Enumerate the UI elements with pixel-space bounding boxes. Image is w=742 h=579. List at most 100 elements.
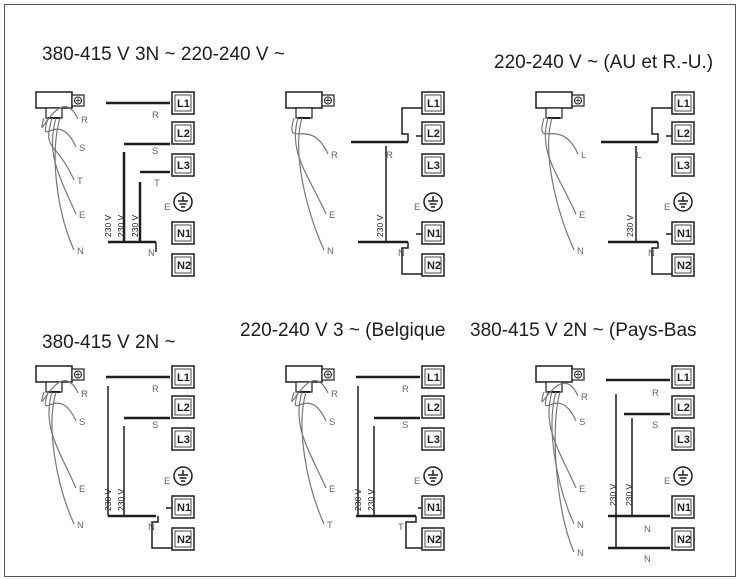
- terminal-label: L1: [177, 372, 190, 384]
- cable-wire: [51, 391, 75, 525]
- wire-label: R: [331, 150, 338, 161]
- bus-label: S: [652, 420, 658, 431]
- terminal-label: L1: [427, 98, 440, 110]
- wire-label: E: [579, 210, 585, 221]
- bus-label: S: [152, 146, 158, 157]
- cable-wire: [541, 382, 579, 403]
- ground-icon: [423, 466, 443, 486]
- wire-label: E: [329, 210, 335, 221]
- bus-label: E: [164, 202, 170, 213]
- wire-label: S: [79, 417, 85, 428]
- bridge-link: [151, 516, 172, 549]
- voltage-label: 230 V: [625, 214, 635, 237]
- wire-label: T: [327, 520, 333, 531]
- terminal-label: L2: [427, 402, 440, 414]
- title-au-uk: 220-240 V ~ (AU et R.-U.): [494, 52, 714, 73]
- cable-wire: [298, 391, 327, 489]
- terminal-label: L1: [177, 98, 190, 110]
- terminal-label: L2: [177, 128, 190, 140]
- wire-label: S: [579, 417, 585, 428]
- bridge-link: [405, 516, 422, 549]
- terminal-label: L1: [427, 372, 440, 384]
- wire-label: N: [77, 520, 84, 531]
- bus-label: S: [402, 420, 408, 431]
- ground-icon: [173, 466, 193, 486]
- bridge-link: [401, 242, 422, 275]
- cable-wire: [544, 117, 577, 215]
- wire-label: T: [77, 176, 83, 187]
- wire-label: R: [81, 389, 88, 400]
- bus-label: N: [644, 524, 651, 535]
- wire-label: E: [329, 484, 335, 495]
- voltage-label: 230 V: [116, 488, 126, 511]
- frame-border: [4, 4, 736, 577]
- wire-label: L: [581, 150, 586, 161]
- voltage-label: 230 V: [608, 483, 618, 506]
- terminal-label: N1: [177, 502, 191, 514]
- cable-wire: [548, 117, 575, 251]
- terminal-label: N2: [677, 534, 691, 546]
- bus-label: E: [414, 202, 420, 213]
- voltage-label: 230 V: [103, 488, 113, 511]
- wire-label: N: [77, 246, 84, 257]
- voltage-label: 230 V: [375, 214, 385, 237]
- cable-wire: [554, 391, 575, 553]
- terminal-label: N1: [427, 502, 441, 514]
- cable-wire: [44, 117, 77, 148]
- title-belgium: 220-240 V 3 ~ (Belgique: [240, 320, 446, 341]
- terminal-label: N1: [677, 502, 691, 514]
- title-2n: 380-415 V 2N ~: [42, 332, 176, 353]
- bus-label: E: [414, 476, 420, 487]
- cable-wire: [51, 117, 77, 215]
- cable-wire: [548, 391, 577, 489]
- bus-label: R: [402, 384, 409, 395]
- bus-label: S: [152, 420, 158, 431]
- terminal-label: L3: [427, 434, 440, 446]
- ground-icon: [173, 192, 193, 212]
- title-3n: 380-415 V 3N ~ 220-240 V ~: [42, 44, 285, 65]
- wire-label: R: [581, 392, 588, 403]
- bus-label: E: [664, 476, 670, 487]
- terminal-label: L1: [677, 98, 690, 110]
- wire-label: N: [577, 548, 584, 559]
- wire-label: S: [79, 143, 85, 154]
- terminal-label: N1: [177, 228, 191, 240]
- terminal-label: L2: [177, 402, 190, 414]
- terminal-label: L3: [177, 160, 190, 172]
- bus-label: T: [154, 178, 160, 189]
- terminal-label: L3: [677, 434, 690, 446]
- cable-head: [285, 365, 335, 393]
- voltage-label: 230 V: [366, 488, 376, 511]
- wire-label: S: [329, 417, 335, 428]
- cable-wire: [298, 117, 325, 251]
- cable-wire: [294, 391, 327, 422]
- cable-wire: [541, 117, 579, 155]
- cable-wire: [544, 391, 577, 422]
- terminal-label: N2: [427, 534, 441, 546]
- terminal-label: L2: [427, 128, 440, 140]
- wire-label: R: [331, 389, 338, 400]
- wire-label: E: [79, 484, 85, 495]
- terminal-label: N2: [177, 534, 191, 546]
- ground-icon: [673, 192, 693, 212]
- voltage-label: 230 V: [103, 214, 113, 237]
- bridge-link: [651, 242, 672, 275]
- terminal-label: N2: [177, 260, 191, 272]
- cable-wire: [301, 391, 325, 525]
- cable-wire: [291, 380, 329, 402]
- bus-label: N: [148, 248, 155, 259]
- terminal-label: N1: [427, 228, 441, 240]
- bus-label: R: [386, 150, 393, 161]
- terminal-label: L1: [677, 372, 690, 384]
- cable-wire: [294, 117, 327, 215]
- cable-wire: [291, 117, 329, 155]
- cable-head: [35, 91, 85, 119]
- cable-head: [285, 91, 335, 119]
